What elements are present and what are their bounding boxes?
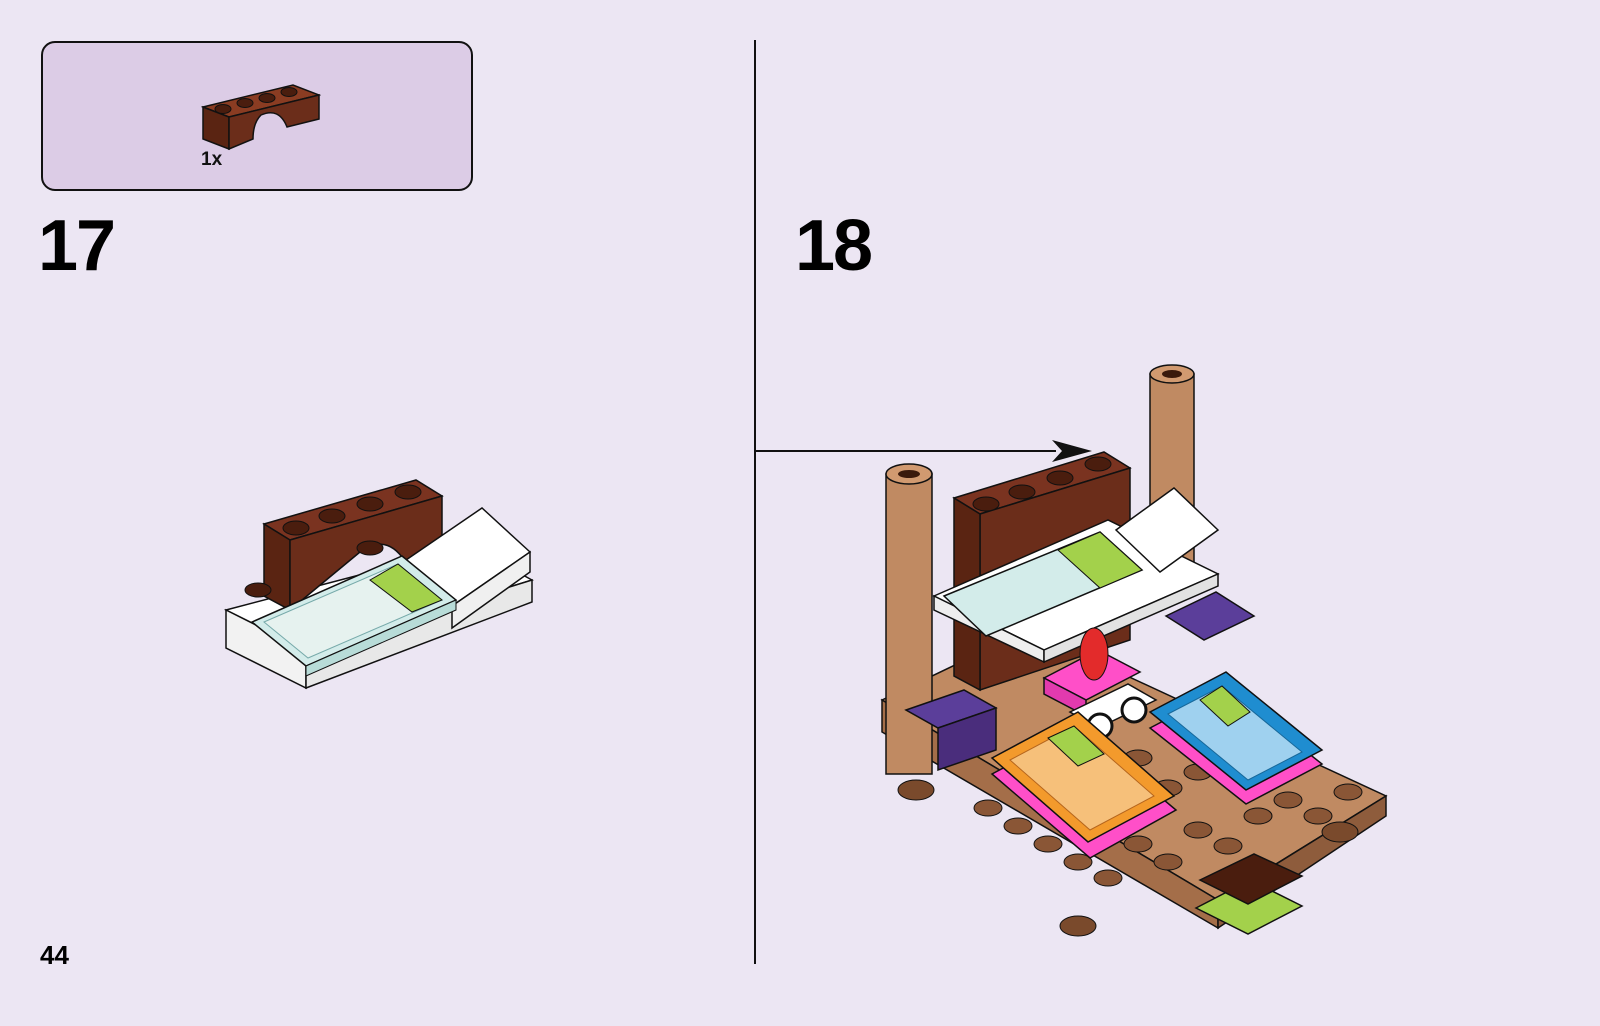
parts-callout: 1x: [41, 41, 473, 191]
step-17-model-illustration: [220, 460, 540, 700]
part-quantity: 1x: [201, 149, 222, 171]
step-number-17: 17: [38, 205, 114, 287]
page-number: 44: [40, 940, 69, 971]
brown-arch-brick-icon: [201, 65, 321, 155]
step-divider: [754, 40, 756, 964]
step-number-18: 18: [795, 205, 871, 287]
step-18-model-illustration: [878, 360, 1390, 944]
